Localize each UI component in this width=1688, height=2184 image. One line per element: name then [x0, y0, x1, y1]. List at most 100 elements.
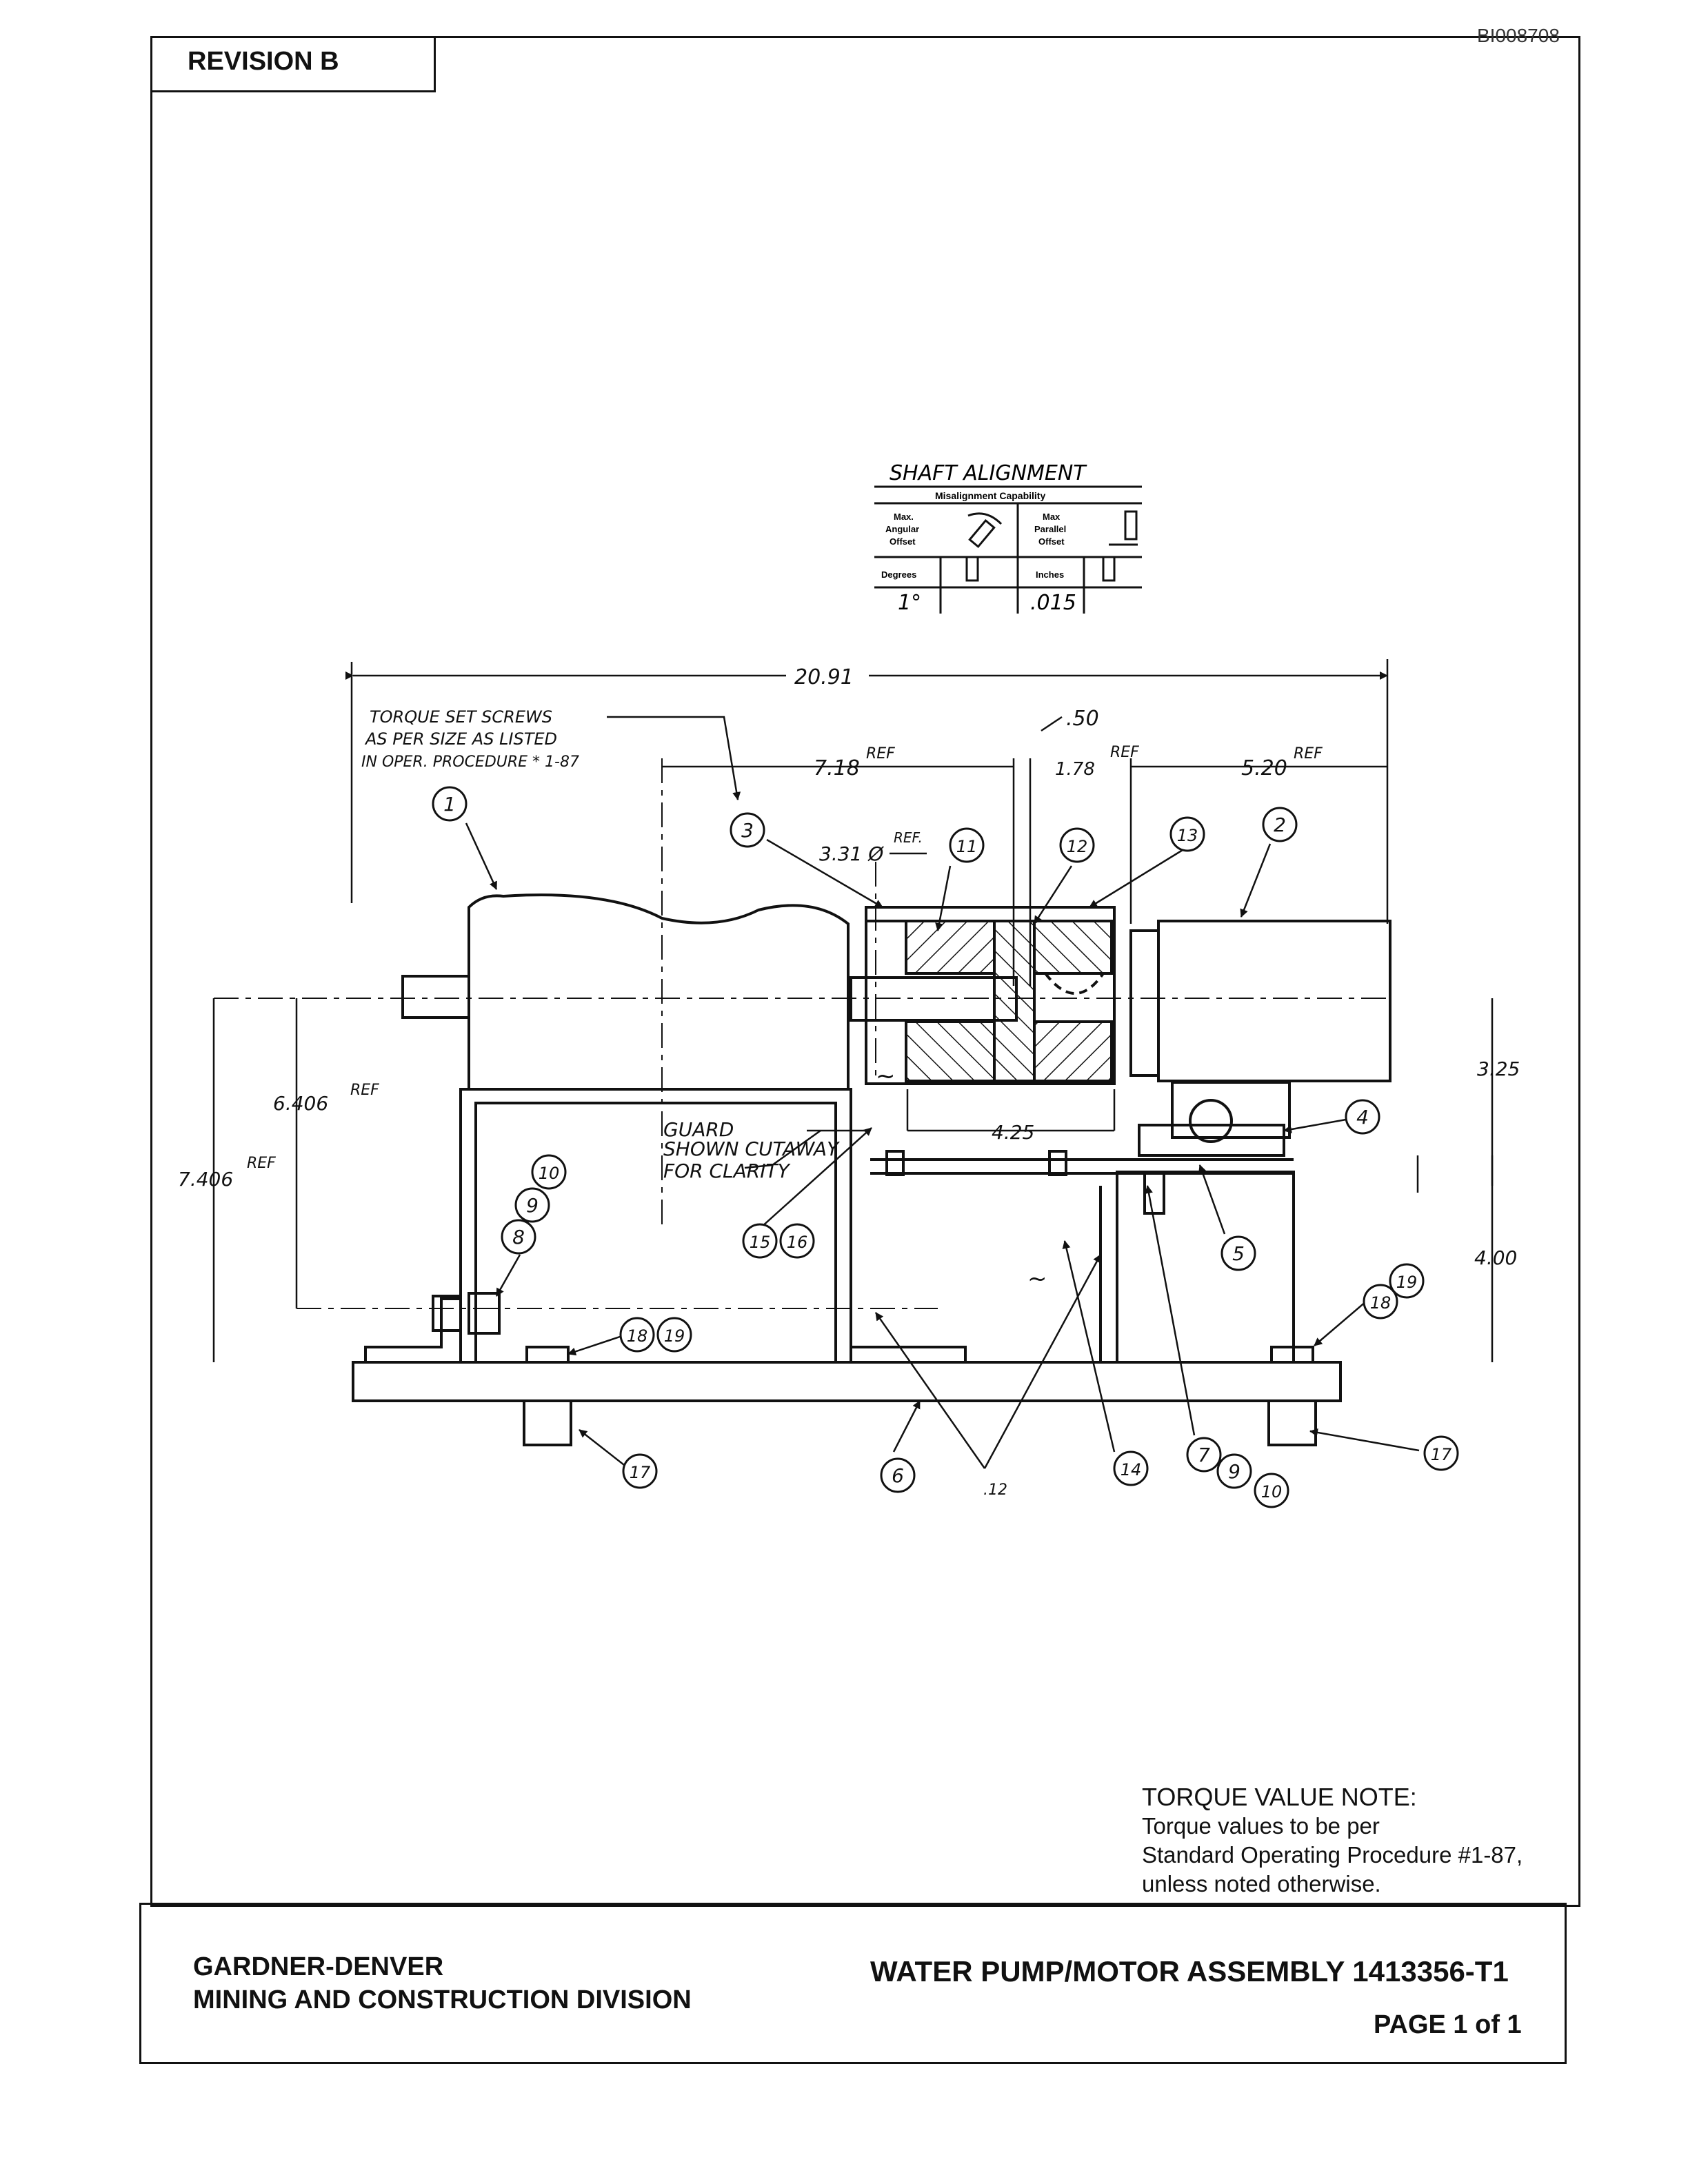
centerlines — [214, 758, 1390, 1309]
dimension-texts: 20.91 7.18 REF .50 1.78 REF 5.20 REF 3.3… — [178, 660, 1520, 1499]
dim-tilde-weld: ~ — [1027, 1265, 1047, 1293]
balloon-circle — [779, 1223, 815, 1259]
dim-7406: 7.406 — [178, 1168, 233, 1191]
balloon-circle — [949, 827, 985, 863]
balloon-circle — [514, 1187, 550, 1223]
inches-label: Inches — [1036, 569, 1064, 580]
balloon-circle — [1423, 1435, 1459, 1471]
parallel-label-2: Parallel — [1034, 524, 1066, 534]
torque-note-line2: Standard Operating Procedure #1-87, — [1142, 1842, 1523, 1868]
dim-718-ref: REF — [866, 745, 895, 762]
balloon-circle — [1345, 1099, 1380, 1135]
balloon-label: 16 — [787, 1233, 808, 1252]
balloon-circle — [730, 812, 765, 848]
balloon-label: 10 — [539, 1164, 560, 1183]
dim-400: 4.00 — [1474, 1246, 1517, 1269]
balloon-label: 17 — [1431, 1445, 1452, 1464]
angular-label-2: Angular — [885, 524, 919, 534]
balloon-label: 17 — [630, 1463, 651, 1482]
balloon-label: 7 — [1198, 1444, 1210, 1466]
dim-dia331-ref: REF. — [894, 829, 923, 846]
balloon-circle — [1220, 1235, 1256, 1271]
angular-label-3: Offset — [890, 536, 916, 547]
dim-6406: 6.406 — [273, 1092, 328, 1115]
balloon-circle — [622, 1453, 658, 1489]
balloon-circle — [656, 1317, 692, 1353]
page-number: PAGE 1 of 1 — [1374, 2010, 1522, 2039]
note-torque-3: IN OPER. PROCEDURE * 1-87 — [361, 754, 579, 771]
torque-note-title: TORQUE VALUE NOTE: — [1142, 1783, 1417, 1811]
revision-label: REVISION B — [188, 47, 339, 76]
dim-178-ref: REF — [1110, 744, 1139, 761]
parallel-label-3: Offset — [1038, 536, 1065, 547]
dim-tilde-guard: ~ — [876, 1062, 896, 1090]
balloon-label: 19 — [664, 1326, 685, 1346]
balloon-label: 10 — [1261, 1482, 1283, 1502]
balloon-circle — [1059, 827, 1095, 863]
balloon-label: 18 — [627, 1326, 648, 1346]
balloon-label: 9 — [1228, 1460, 1240, 1483]
drawing-border — [150, 36, 1580, 1907]
balloon-circle — [1169, 816, 1205, 852]
degrees-value: 1° — [898, 591, 921, 615]
note-guard-1: GUARD — [663, 1118, 734, 1141]
dim-overall: 20.91 — [794, 665, 854, 689]
dim-050: .50 — [1066, 707, 1099, 731]
inches-value: .015 — [1030, 591, 1076, 615]
balloon-label: 13 — [1177, 826, 1198, 845]
shaft-alignment-subtitle: Misalignment Capability — [935, 490, 1045, 501]
shaft-alignment-title: SHAFT ALIGNMENT — [890, 461, 1087, 485]
shaft-alignment-table — [874, 485, 1142, 614]
balloon-label: 2 — [1274, 813, 1286, 836]
balloon-circle — [742, 1223, 778, 1259]
dim-dia331: 3.31 Ø — [819, 842, 884, 865]
balloon-circle — [880, 1457, 916, 1493]
balloon-label: 4 — [1356, 1106, 1369, 1129]
dim-7406-ref: REF — [247, 1155, 276, 1172]
notes: TORQUE SET SCREWS AS PER SIZE AS LISTED … — [361, 707, 840, 1182]
balloon-label: 5 — [1232, 1242, 1245, 1265]
document-id: BI008708 — [1477, 25, 1560, 46]
balloon-circle — [1216, 1453, 1252, 1489]
balloon-circle — [501, 1219, 536, 1255]
balloon-label: 14 — [1121, 1460, 1142, 1479]
balloon-label: 6 — [892, 1464, 904, 1487]
parallel-label-1: Max — [1043, 512, 1061, 522]
dimension-lines — [212, 659, 1494, 1470]
balloon-label: 18 — [1370, 1293, 1391, 1313]
dim-520-ref: REF — [1294, 745, 1323, 762]
balloon-label: 8 — [512, 1226, 525, 1248]
balloon-circle — [1113, 1450, 1149, 1486]
balloon-circle — [1262, 807, 1298, 842]
dim-718: 7.18 — [814, 756, 860, 780]
dim-6406-ref: REF — [350, 1082, 379, 1099]
assembly-geometry — [352, 893, 1391, 1446]
balloon-label: 11 — [956, 837, 978, 856]
balloon-circle — [1186, 1437, 1222, 1473]
dim-178: 1.78 — [1055, 759, 1095, 780]
balloon-label: 12 — [1067, 837, 1088, 856]
company-division: MINING AND CONSTRUCTION DIVISION — [193, 1985, 692, 2014]
note-guard-2: SHOWN CUTAWAY — [663, 1138, 840, 1160]
degrees-label: Degrees — [881, 569, 916, 580]
balloon-circle — [1254, 1473, 1289, 1508]
note-torque-2: AS PER SIZE AS LISTED — [364, 729, 557, 749]
balloon-circle — [531, 1154, 567, 1190]
balloon-label: 1 — [443, 793, 456, 816]
dim-425: 4.25 — [992, 1121, 1034, 1144]
company-name: GARDNER-DENVER — [193, 1952, 444, 1981]
torque-note-line3: unless noted otherwise. — [1142, 1871, 1381, 1897]
balloon-label: 9 — [526, 1194, 539, 1217]
note-torque-1: TORQUE SET SCREWS — [370, 707, 552, 727]
note-guard-3: FOR CLARITY — [663, 1160, 791, 1182]
balloon-label: 3 — [741, 819, 754, 842]
balloon-circle — [1363, 1284, 1398, 1320]
balloon-label: 19 — [1396, 1273, 1418, 1292]
dim-weld: .12 — [983, 1482, 1007, 1499]
revision-box — [150, 36, 436, 92]
torque-note-line1: Torque values to be per — [1142, 1813, 1380, 1839]
drawing-title: WATER PUMP/MOTOR ASSEMBLY 1413356-T1 — [870, 1955, 1509, 1988]
dim-325: 3.25 — [1477, 1058, 1520, 1080]
